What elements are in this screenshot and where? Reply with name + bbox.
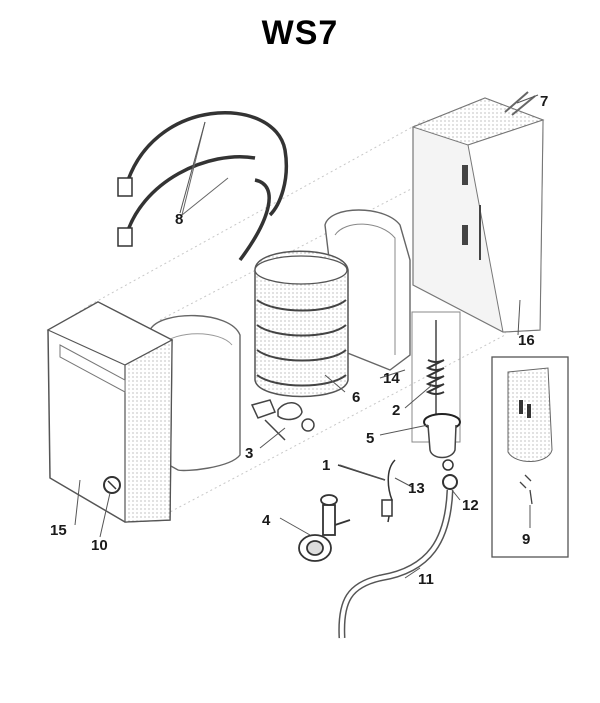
callout-11: 11 xyxy=(418,571,434,588)
assembly-outline xyxy=(49,119,521,513)
drain-hose xyxy=(338,474,458,639)
callout-12: 12 xyxy=(462,497,479,514)
leader-lines xyxy=(74,94,539,579)
callout-16: 16 xyxy=(518,332,535,349)
callout-15: 15 xyxy=(50,522,67,539)
callout-4: 4 xyxy=(262,512,271,529)
callout-7: 7 xyxy=(540,93,548,110)
water-tank xyxy=(254,250,349,398)
pressure-valve xyxy=(298,494,351,562)
diagram-title: WS7 xyxy=(261,14,339,52)
rear-cabinet xyxy=(411,91,545,333)
callout-6: 6 xyxy=(352,389,360,406)
callout-10: 10 xyxy=(91,537,108,554)
front-cover xyxy=(46,301,174,523)
callout-9: 9 xyxy=(522,531,530,548)
callout-labels: 1 2 3 4 5 6 7 8 9 10 11 12 13 14 15 16 xyxy=(50,93,548,588)
callout-2: 2 xyxy=(392,402,400,419)
support-strap xyxy=(117,111,289,262)
thermostat-inset xyxy=(491,356,569,558)
callout-5: 5 xyxy=(366,430,374,447)
callout-3: 3 xyxy=(245,445,253,462)
callout-14: 14 xyxy=(383,370,400,387)
heater-assembly xyxy=(411,311,461,471)
callout-13: 13 xyxy=(408,480,425,497)
callout-1: 1 xyxy=(322,457,330,474)
callout-8: 8 xyxy=(175,211,183,228)
fittings xyxy=(250,399,315,441)
sensor-and-connector xyxy=(337,459,396,523)
